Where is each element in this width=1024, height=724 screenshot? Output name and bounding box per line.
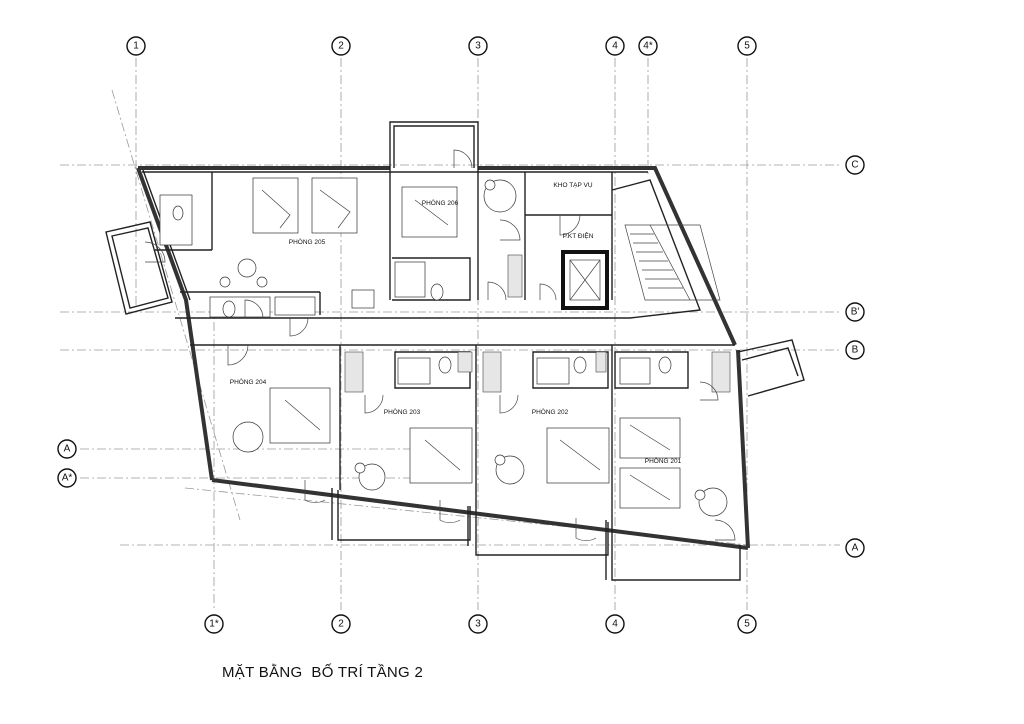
grid-bubble-right-C: C (845, 155, 865, 175)
grid-label: 5 (744, 619, 750, 630)
grid-bubble-left-A: A (57, 439, 77, 459)
grid-label: A* (62, 473, 73, 484)
shafts (344, 254, 731, 393)
grid-bubble-top-5: 5 (737, 36, 757, 56)
bathroom-fixtures (159, 194, 672, 385)
grid-label: 4 (612, 41, 618, 52)
grid-label: 3 (475, 619, 481, 630)
grid-bubble-bottom-5: 5 (737, 614, 757, 634)
grid-bubble-top-2: 2 (331, 36, 351, 56)
room-label-kt-dien: P.KT ĐIỆN (563, 231, 594, 240)
grid-bubble-top-4star: 4* (638, 36, 658, 56)
grid-bubble-bottom-4: 4 (605, 614, 625, 634)
grid-bubble-bottom-1star: 1* (204, 614, 224, 634)
grid-label: A (852, 543, 859, 554)
exterior-walls (105, 121, 805, 581)
doors (144, 149, 736, 542)
grid-bubble-left-Astar: A* (57, 468, 77, 488)
grid-bubble-top-1: 1 (126, 36, 146, 56)
grid-bubble-bottom-3: 3 (468, 614, 488, 634)
tables (219, 179, 728, 517)
room-label-203: PHÒNG 203 (384, 407, 421, 416)
grid-bubble-right-A: A (845, 538, 865, 558)
grid-bubble-right-B: B (845, 340, 865, 360)
drawing-title: MẶT BẰNG BỐ TRÍ TẦNG 2 (222, 664, 424, 681)
room-label-kho-tap-vu: KHO TẠP VỤ (553, 182, 592, 189)
interior-walls (155, 168, 735, 522)
room-label-204: PHÒNG 204 (230, 377, 267, 386)
grid-bubble-bottom-2: 2 (331, 614, 351, 634)
grid-label: 4 (612, 619, 618, 630)
grid-label: 2 (338, 41, 344, 52)
grid-label: 1* (209, 619, 219, 630)
room-label-201: PHÒNG 201 (645, 456, 682, 465)
beds (252, 177, 681, 509)
elevator-shaft (561, 250, 609, 310)
grid-label: 4* (643, 41, 653, 52)
grid-label: B' (851, 307, 860, 318)
room-label-202: PHÒNG 202 (532, 407, 569, 416)
grid-lines (60, 58, 840, 610)
stair (624, 224, 721, 301)
room-label-205: PHÒNG 205 (289, 237, 326, 246)
grid-label: 3 (475, 41, 481, 52)
grid-label: 2 (338, 619, 344, 630)
grid-bubble-right-Bprime: B' (845, 302, 865, 322)
grid-label: C (851, 160, 858, 171)
grid-label: 5 (744, 41, 750, 52)
grid-label: 1 (133, 41, 139, 52)
grid-label: A (64, 444, 71, 455)
grid-label: B (852, 345, 859, 356)
grid-bubble-top-3: 3 (468, 36, 488, 56)
room-label-206: PHÒNG 206 (422, 198, 459, 207)
grid-bubble-top-4: 4 (605, 36, 625, 56)
